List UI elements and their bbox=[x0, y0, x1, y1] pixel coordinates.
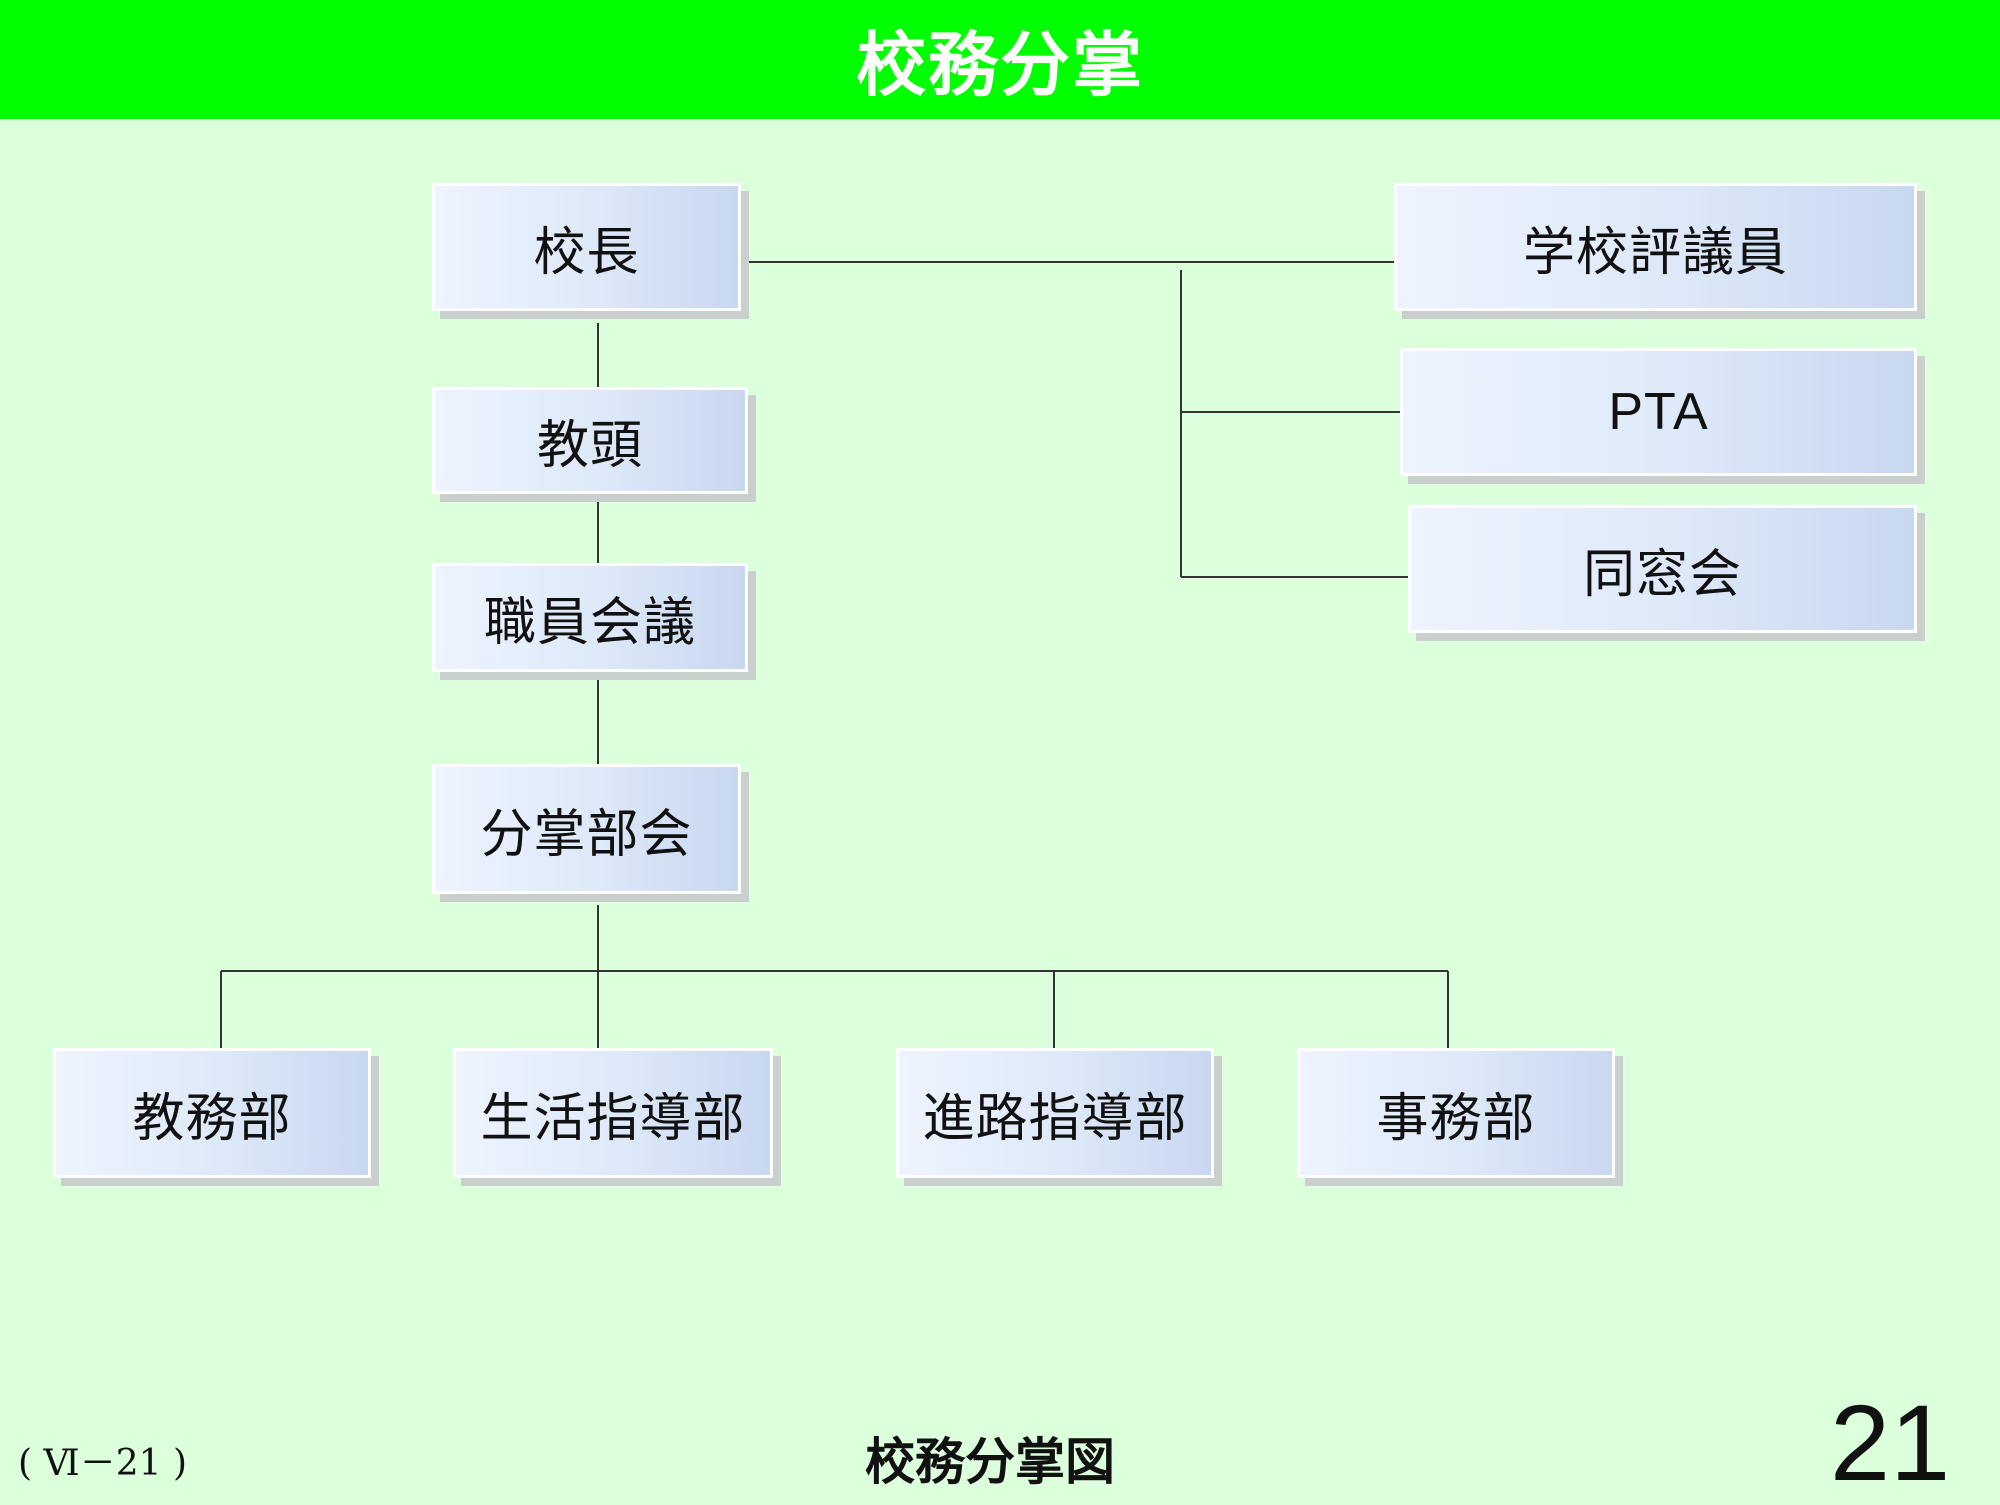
division-meeting-label: 分掌部会 bbox=[480, 804, 693, 865]
title-bar: 校務分掌 bbox=[0, 0, 2000, 119]
department-label: 教務部 bbox=[132, 1088, 292, 1149]
vice-principal-box: 教頭 bbox=[432, 387, 748, 494]
figure-caption: 校務分掌図 bbox=[865, 1433, 1115, 1491]
alumni-label: 同窓会 bbox=[1582, 544, 1742, 605]
department-box: 進路指導部 bbox=[896, 1048, 1214, 1178]
principal-box: 校長 bbox=[432, 183, 741, 311]
pta-box: PTA bbox=[1400, 348, 1917, 476]
alumni-box: 同窓会 bbox=[1408, 505, 1917, 633]
page-number: 21 bbox=[1830, 1382, 1951, 1503]
department-box: 事務部 bbox=[1297, 1048, 1615, 1178]
department-label: 進路指導部 bbox=[922, 1088, 1188, 1149]
section-code: ( Ⅵ－21 ) bbox=[18, 1443, 187, 1484]
division-meeting-box: 分掌部会 bbox=[432, 764, 741, 894]
department-box: 教務部 bbox=[53, 1048, 371, 1178]
school-councilors-label: 学校評議員 bbox=[1522, 222, 1788, 283]
staff-meeting-box: 職員会議 bbox=[432, 563, 748, 672]
page-title: 校務分掌 bbox=[856, 24, 1144, 106]
department-label: 事務部 bbox=[1376, 1088, 1536, 1149]
department-box: 生活指導部 bbox=[453, 1048, 773, 1178]
department-label: 生活指導部 bbox=[480, 1088, 746, 1149]
school-councilors-box: 学校評議員 bbox=[1394, 183, 1917, 311]
staff-meeting-label: 職員会議 bbox=[483, 593, 696, 653]
principal-label: 校長 bbox=[533, 222, 640, 283]
pta-label: PTA bbox=[1608, 383, 1709, 441]
vice-principal-label: 教頭 bbox=[536, 416, 643, 476]
